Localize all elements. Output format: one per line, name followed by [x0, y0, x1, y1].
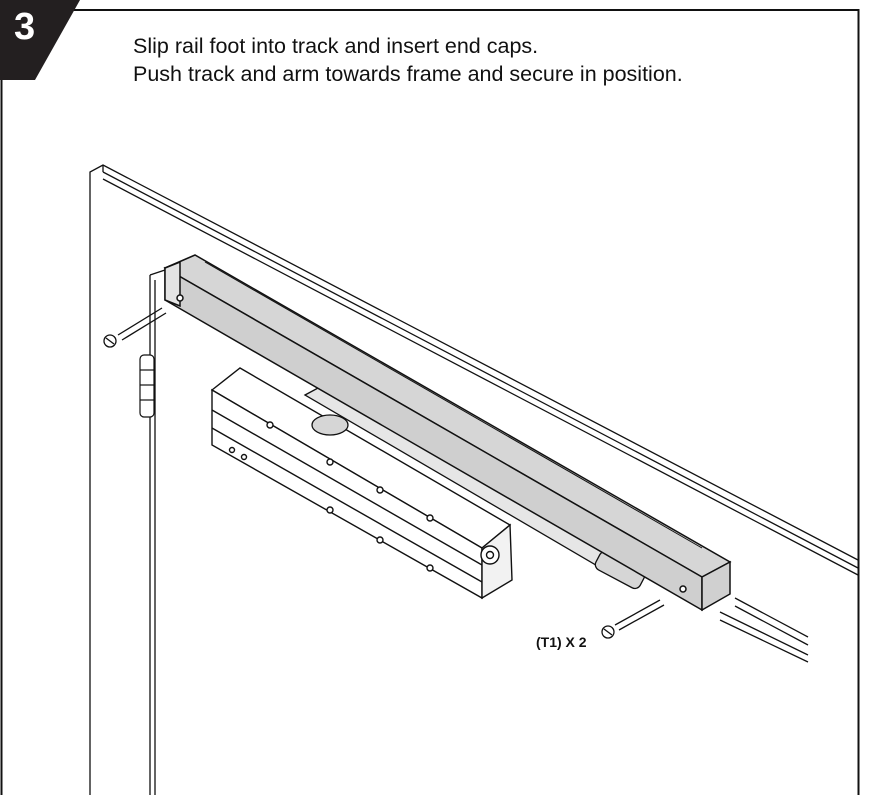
instruction-line-1: Slip rail foot into track and insert end…: [133, 34, 539, 58]
screw-callout-label: (T1) X 2: [536, 634, 587, 650]
instruction-text: Slip rail foot into track and insert end…: [133, 32, 683, 88]
step-badge-shape: [0, 0, 80, 80]
step-number: 3: [14, 6, 36, 48]
screw-right: [601, 599, 665, 639]
instruction-line-2: Push track and arm towards frame and sec…: [133, 62, 683, 86]
panel-border: [0, 9, 860, 795]
door-closer-body: [210, 367, 513, 600]
door-hinge: [139, 354, 155, 418]
rail-track[interactable]: [163, 254, 732, 612]
door-frame: [89, 164, 859, 795]
screw-left: [103, 307, 167, 348]
